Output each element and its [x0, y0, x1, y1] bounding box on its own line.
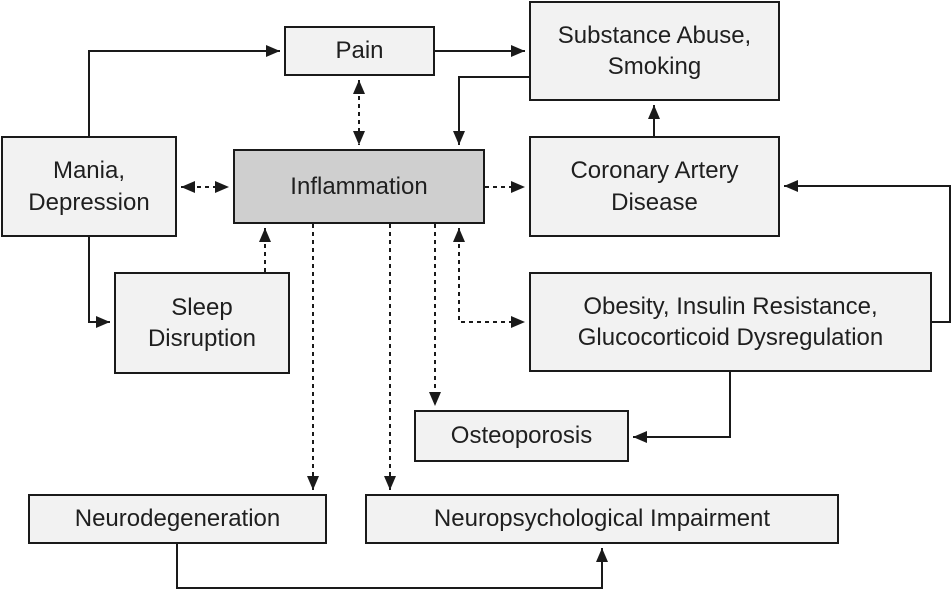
- edge-substance-to-inflammation: [453, 76, 529, 145]
- edge-line: [176, 544, 603, 589]
- edge-inflammation-to-obesity: [453, 228, 525, 328]
- edge-cad-to-substance: [648, 105, 660, 136]
- arrowhead: [384, 476, 396, 490]
- edge-neurodegeneration-to-neuropsych: [176, 544, 608, 589]
- edge-mania-to-pain: [88, 45, 280, 136]
- arrowhead: [266, 45, 280, 57]
- edge-inflammation-to-neuropsych: [384, 224, 396, 490]
- node-neurodegeneration: Neurodegeneration: [28, 494, 327, 544]
- node-mania-depression: Mania, Depression: [1, 136, 177, 237]
- arrowhead: [596, 548, 608, 562]
- edge-mania-to-inflammation: [181, 181, 229, 193]
- node-inflammation-label: Inflammation: [290, 172, 428, 200]
- edge-obesity-to-cad: [784, 180, 951, 323]
- edge-line: [784, 185, 951, 323]
- edge-line: [88, 50, 280, 136]
- node-pain: Pain: [284, 26, 435, 76]
- arrowhead: [453, 228, 465, 242]
- node-coronary-artery-disease: Coronary Artery Disease: [529, 136, 780, 237]
- arrowhead: [96, 316, 110, 328]
- node-neurodegeneration-label: Neurodegeneration: [74, 505, 281, 533]
- arrowhead: [453, 131, 465, 145]
- edge-mania-to-sleep: [88, 237, 110, 328]
- node-osteoporosis-label: Osteoporosis: [450, 422, 593, 450]
- node-pain-label: Pain: [335, 37, 384, 65]
- node-obesity: Obesity, Insulin Resistance, Glucocortic…: [529, 272, 932, 372]
- arrowhead: [215, 181, 229, 193]
- node-coronary-artery-disease-label: Coronary Artery Disease: [570, 157, 739, 216]
- arrowhead: [633, 431, 647, 443]
- edge-pain-to-substance: [435, 45, 525, 57]
- arrowhead: [307, 476, 319, 490]
- edge-inflammation-to-neurodegeneration: [307, 224, 319, 490]
- arrowhead: [784, 180, 798, 192]
- edge-inflammation-to-osteoporosis: [429, 224, 441, 406]
- node-sleep-disruption: Sleep Disruption: [114, 272, 290, 374]
- arrowhead: [511, 45, 525, 57]
- arrowhead: [429, 392, 441, 406]
- edge-inflammation-to-cad: [485, 181, 525, 193]
- edge-line: [633, 372, 731, 438]
- arrowhead: [353, 80, 365, 94]
- arrowhead: [648, 105, 660, 119]
- edge-sleep-to-inflammation: [259, 228, 271, 272]
- arrowhead: [353, 131, 365, 145]
- node-sleep-disruption-label: Sleep Disruption: [147, 293, 257, 352]
- node-inflammation: Inflammation: [233, 149, 485, 224]
- arrowhead: [181, 181, 195, 193]
- arrowhead: [511, 316, 525, 328]
- node-neuropsychological-impairment-label: Neuropsychological Impairment: [433, 505, 771, 533]
- edge-line: [88, 237, 110, 323]
- node-mania-depression-label: Mania, Depression: [28, 157, 150, 216]
- node-obesity-label: Obesity, Insulin Resistance, Glucocortic…: [577, 292, 884, 351]
- node-neuropsychological-impairment: Neuropsychological Impairment: [365, 494, 839, 544]
- node-substance-abuse-label: Substance Abuse, Smoking: [557, 21, 752, 80]
- edge-obesity-to-osteoporosis: [633, 372, 731, 443]
- node-substance-abuse: Substance Abuse, Smoking: [529, 1, 780, 101]
- edge-pain-to-inflammation: [353, 80, 365, 145]
- arrowhead: [511, 181, 525, 193]
- edge-line: [458, 76, 529, 145]
- edge-line: [458, 228, 525, 323]
- arrowhead: [259, 228, 271, 242]
- node-osteoporosis: Osteoporosis: [414, 410, 629, 462]
